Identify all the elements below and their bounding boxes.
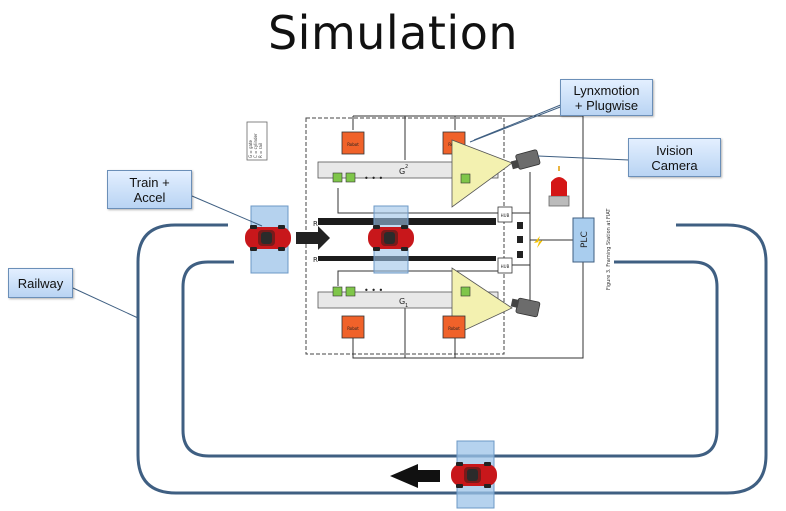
station-car-icon <box>368 225 414 251</box>
hub-bottom-label: HUB <box>501 264 510 269</box>
gate-bottom-sub: 1 <box>405 303 408 309</box>
beacon-light-icon <box>548 166 570 207</box>
robot-bottom-left-label: Robot <box>347 326 359 331</box>
figure-caption: Figure 3. Framing Station at FIAT <box>606 208 612 290</box>
rail-top-label: R <box>313 220 318 228</box>
arrow-left-icon <box>390 464 440 488</box>
camera-view-bottom <box>451 267 513 337</box>
robot-top-left-label: Robot <box>347 142 359 147</box>
dots-top: • • • <box>364 174 383 183</box>
arrow-right-icon <box>296 226 330 250</box>
dots-bottom: • • • <box>364 286 383 295</box>
cylinder-bottom-2 <box>345 286 356 297</box>
cylinder-bottom-3 <box>460 286 471 297</box>
framing-station-schematic: G = gate C = cylinder R = rail Robot Rob… <box>246 103 612 359</box>
railway-outer-track <box>136 223 768 495</box>
ivision-camera-callout: Ivision Camera <box>628 138 721 177</box>
railway-label: Railway <box>17 275 64 291</box>
plc-box <box>572 217 595 263</box>
lynxmotion-line-1: Lynxmotion <box>573 82 640 98</box>
cylinder-top-2 <box>345 172 356 183</box>
gate-top-sub: 2 <box>405 164 408 170</box>
ivision-line-2: Camera <box>651 157 698 173</box>
lynxmotion-line-2: + Plugwise <box>574 97 639 113</box>
robot-bottom-left <box>341 315 365 339</box>
train-line-2: Accel <box>133 189 166 205</box>
robot-bottom-right <box>442 315 466 339</box>
plc-label: PLC <box>580 231 590 248</box>
ivision-line-1: Ivision <box>656 142 693 158</box>
robot-bottom-right-label: Robot <box>448 326 460 331</box>
legend-line-3: R = rail <box>258 143 263 158</box>
hub-top-label: HUB <box>501 213 510 218</box>
hub-bottom <box>497 257 513 274</box>
camera-top-icon <box>510 149 541 170</box>
camera-bottom-icon <box>510 297 541 318</box>
robot-top-left <box>341 131 365 155</box>
lynxmotion-plugwise-callout: Lynxmotion + Plugwise <box>560 79 653 116</box>
gate-bottom-label: G <box>399 297 405 306</box>
railway-callout: Railway <box>8 268 73 298</box>
railway-inner-track <box>181 260 719 458</box>
hub-top <box>497 206 513 223</box>
cylinder-top-3 <box>460 173 471 184</box>
legend-line-1: G = gate <box>248 139 253 158</box>
legend-line-2: C = cylinder <box>253 133 258 158</box>
gate-top-label: G <box>399 167 405 176</box>
return-car-icon <box>451 462 497 488</box>
power-bolt-icon <box>534 236 543 248</box>
cylinder-top-1 <box>332 172 343 183</box>
train-accel-callout: Train + Accel <box>107 170 192 209</box>
cylinder-bottom-1 <box>332 286 343 297</box>
train-car-icon <box>245 225 291 251</box>
rail-bottom-label: R <box>313 256 318 264</box>
camera-view-top <box>451 139 513 208</box>
train-line-1: Train + <box>129 174 170 190</box>
page-title: Simulation <box>267 6 519 60</box>
